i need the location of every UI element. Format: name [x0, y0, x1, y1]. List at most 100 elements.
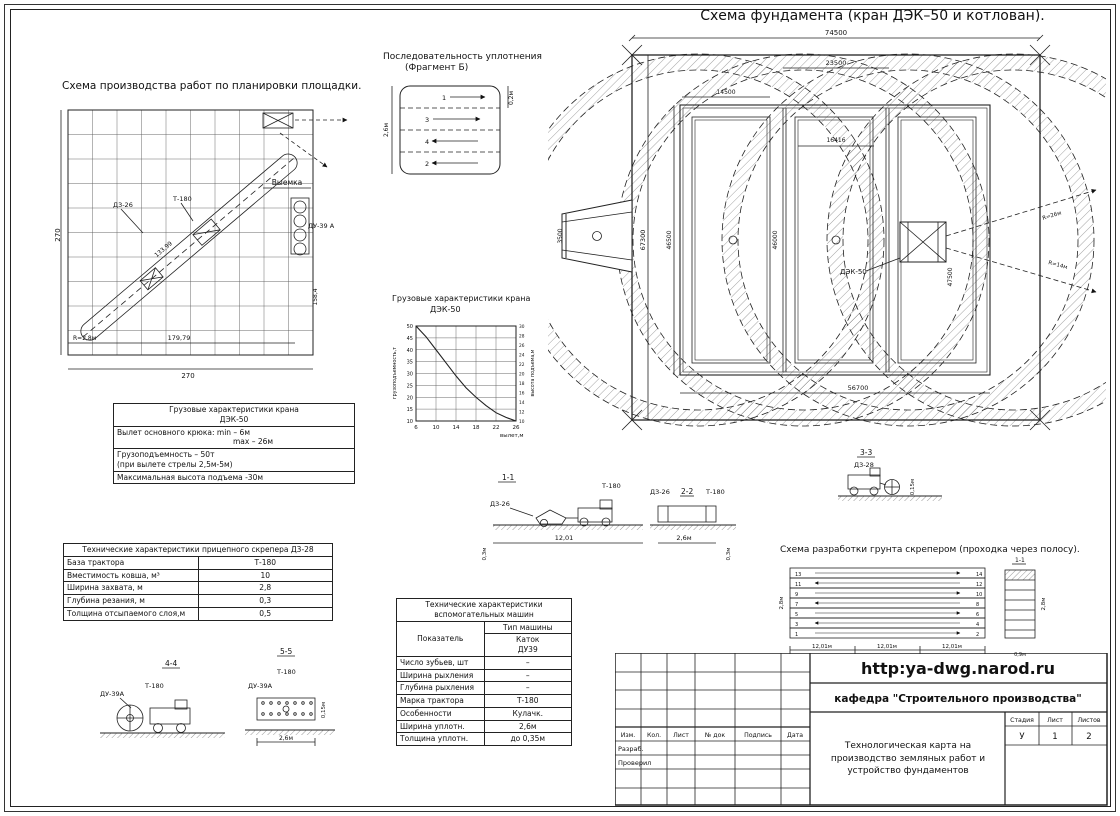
- table-row: Марка трактора Т-180: [396, 694, 572, 708]
- pass-number-3: 3: [425, 116, 429, 124]
- row-value: 0,3: [197, 594, 333, 608]
- table-row: Особенности Кулачк.: [396, 706, 572, 721]
- dim-270-bottom: 270: [181, 372, 194, 380]
- aux-table-title-1: Технические характеристики: [425, 600, 543, 609]
- row-value: 10: [197, 568, 333, 583]
- row-value: Т-180: [197, 555, 333, 570]
- radius-label-2: R=14м: [1047, 260, 1067, 271]
- aux-machines-table: Технические характеристики вспомогательн…: [396, 598, 572, 746]
- sheet-value: 1: [1052, 732, 1057, 742]
- machine-label: Д3-26: [650, 488, 670, 496]
- strip-number: 3: [795, 622, 798, 628]
- row-label: Марка трактора: [396, 694, 485, 708]
- position-mark: [728, 235, 738, 245]
- table-row: Технические характеристики вспомогательн…: [396, 598, 572, 622]
- machine-label: Т-180: [601, 482, 621, 490]
- strip-number: 12: [976, 582, 982, 588]
- table-row: Показатель Тип машины: [396, 620, 572, 657]
- scraper-icon: [509, 507, 578, 528]
- dim-16416: 16416: [826, 137, 845, 144]
- ytick-r: 12: [519, 410, 525, 416]
- ytick: 40: [407, 348, 413, 354]
- ylabel-right: высота подъема,м: [531, 349, 536, 396]
- fragment-dim-left: 2,6м: [383, 123, 390, 137]
- main-title: Схема фундамента (кран ДЭК–50 и котлован…: [700, 8, 1045, 24]
- strip-number: 10: [976, 592, 982, 598]
- ytick-r: 28: [519, 334, 525, 340]
- col-kol: Кол.: [647, 732, 661, 739]
- dim-179: 179,79: [168, 334, 191, 342]
- row-value: –: [483, 668, 572, 683]
- tractor-icon: [577, 499, 613, 527]
- dim-158: 158,4: [312, 288, 319, 305]
- fragment-dim-right: 0,2м: [508, 91, 515, 105]
- site-plan-title: Схема производства работ по планировки п…: [62, 80, 362, 92]
- row-label: Число зубьев, шт: [396, 655, 485, 670]
- strip-number: 2: [976, 632, 979, 638]
- title-block: http:ya-dwg.narod.ru кафедра "Строительн…: [615, 653, 1108, 806]
- table-row: Вместимость ковша, м³ 10: [63, 568, 333, 583]
- crane-table-r1b: max – 26м: [233, 437, 274, 447]
- section-title: 5-5: [280, 647, 292, 656]
- sheet-frame-outer: [4, 4, 1116, 812]
- ytick: 15: [407, 407, 413, 413]
- stage-value: У: [1019, 732, 1025, 742]
- strip-number: 9: [795, 592, 798, 598]
- scraper-table-title: Технические характеристики прицепного ск…: [63, 543, 333, 557]
- col-list: Лист: [673, 732, 689, 739]
- row-value: Т-180: [483, 694, 572, 708]
- row-label: Глубина рыхления: [396, 681, 485, 695]
- aux-machine-1: Каток: [516, 635, 540, 645]
- excavation-label: Выемка: [272, 178, 302, 187]
- machine-label: Д3-26: [490, 500, 510, 508]
- crane-icon: [899, 221, 947, 263]
- aux-col-indicator: Показатель: [396, 620, 485, 657]
- ytick-r: 10: [519, 419, 525, 425]
- dim-12-01m: 12,01м: [812, 644, 832, 650]
- dim-0-15: 0,15м: [321, 702, 327, 718]
- table-row: Глубина резания, м 0,3: [63, 594, 333, 608]
- col-izm: Изм.: [621, 732, 636, 739]
- fragment-b-drawing: 1 3 4 2 2,6м 0,2м: [383, 85, 515, 175]
- ytick-r: 16: [519, 391, 525, 397]
- chart-grid: [416, 326, 516, 421]
- scraper-characteristics-table: Технические характеристики прицепного ск…: [63, 543, 333, 621]
- mini-section-title: 1-1: [1015, 557, 1025, 564]
- wheel-roller-icon: [116, 704, 144, 732]
- strip-scheme-drawing: 13 14 11 12 9 10 7 8 5 6 3 4 1 2 12,01м …: [779, 557, 1047, 658]
- xtick: 26: [513, 425, 520, 431]
- ytick-r: 30: [519, 324, 525, 330]
- dim-270-left: 270: [54, 228, 62, 241]
- ramp: [561, 199, 633, 273]
- load-chart-title-1: Грузовые характеристики крана: [392, 294, 531, 303]
- sheet-label: Лист: [1047, 717, 1063, 724]
- load-curve: [415, 325, 517, 422]
- site-plan-drawing: 133,99 Выемка Д3-26 Т-180 ДУ-39 А R=2,8: [54, 109, 348, 380]
- tractor-icon: [149, 699, 191, 733]
- row-label: Ширина уплотн.: [396, 719, 485, 734]
- row-label: Толщина отсыпаемого слоя,м: [63, 606, 199, 621]
- row-value: –: [483, 681, 572, 695]
- fragment-title-2: (Фрагмент Б): [405, 63, 469, 73]
- ytick: 30: [407, 372, 413, 378]
- row-value: Кулачк.: [483, 706, 572, 721]
- row-label: Вместимость ковша, м³: [63, 568, 199, 583]
- section-title: 3-3: [860, 448, 872, 457]
- sheepsfoot-roller-icon: [256, 697, 316, 721]
- dim-3500: 3500: [557, 228, 564, 243]
- radius-label: R=2,8м: [73, 335, 96, 342]
- row-value: 2,6м: [483, 719, 572, 734]
- aux-type-header: Тип машины: [483, 620, 572, 635]
- machine-label: Т-180: [705, 488, 725, 496]
- crane-table-r2a: Грузоподъемность – 50т: [117, 450, 215, 459]
- radius-label-1: R=26м: [1042, 210, 1062, 221]
- dz26-label: Д3-26: [113, 201, 133, 209]
- dim-2-8m: 2,8м: [1041, 598, 1047, 611]
- roller-icon: [290, 197, 310, 256]
- dim-23500: 23500: [826, 59, 847, 67]
- row-label: Глубина резания, м: [63, 594, 199, 608]
- dim-12-01m: 12,01м: [942, 644, 962, 650]
- xlabel: вылет,м: [500, 433, 524, 439]
- row-label: Ширина рыхления: [396, 668, 485, 683]
